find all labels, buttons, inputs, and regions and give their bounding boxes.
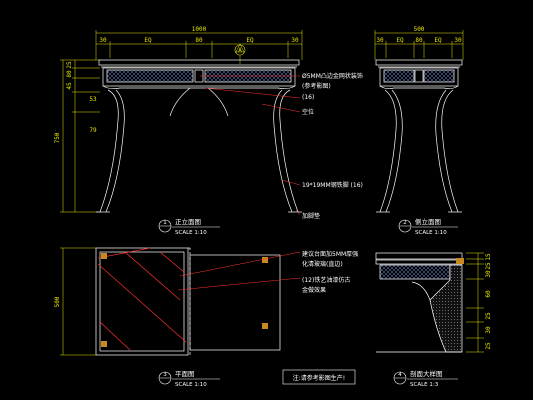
side-elevation: 500 30 EQ 80 EQ 30 2 侧立面图 SCALE 1 <box>374 26 464 236</box>
plan-note-1: 建议台面加5MM厚强 <box>302 250 358 258</box>
front-dim-1: 30 <box>99 37 107 44</box>
front-scale: SCALE 1:10 <box>175 230 207 236</box>
side-title: 侧立面图 <box>415 217 441 226</box>
footer-note-box: 注:请参考影图生产! <box>282 369 356 385</box>
front-left-dim-1: 25 <box>66 61 73 69</box>
detail-dim-1: 15 <box>485 253 492 261</box>
front-dim-5: 30 <box>291 37 299 44</box>
detail-title-block: 4 剖面大样图 SCALE 1:3 <box>393 369 458 388</box>
front-note-5: 19*19MM钢铁脚 (16) <box>302 181 363 189</box>
front-title: 正立面图 <box>175 217 201 226</box>
front-note-2: (参考影图) <box>302 82 331 90</box>
front-left-dim-2: 80 <box>66 70 73 78</box>
detail-section <box>375 252 463 353</box>
plan-title-block: 3 平面图 SCALE 1:10 <box>158 370 220 388</box>
front-title-number: 1 <box>163 220 167 226</box>
front-note-3: (16) <box>302 94 314 101</box>
footer-note: 注:请参考影图生产! <box>293 374 345 382</box>
front-height: 750 <box>54 132 61 143</box>
detail-dim-3: 30 <box>485 270 492 278</box>
front-left-dim-5: 79 <box>89 127 97 134</box>
plan-outline <box>95 247 281 356</box>
front-dim-4: EQ <box>246 37 254 44</box>
front-dim-3: 80 <box>195 37 203 44</box>
side-overall-width: 500 <box>414 26 425 33</box>
detail-title: 剖面大样图 <box>410 369 443 378</box>
section-marker: A <box>234 43 246 64</box>
front-dim-2: EQ <box>144 37 152 44</box>
detail-title-number: 4 <box>398 372 402 378</box>
front-table-body <box>96 59 302 213</box>
front-note-1: Ø5MM凸边金网状装饰 <box>302 72 363 80</box>
front-overall-width: 1000 <box>192 26 207 33</box>
side-dim-4: EQ <box>434 37 442 44</box>
side-dim-3: 80 <box>415 37 423 44</box>
detail-scale: SCALE 1:3 <box>410 382 439 388</box>
detail-dim-5: 25 <box>485 312 492 320</box>
detail-dim-7: 25 <box>485 342 492 350</box>
side-table-body <box>375 59 463 213</box>
plan-view: 500 建议台面加5MM厚强 化清玻璃(直边) (12)铁艺油漆仿古 <box>54 247 358 388</box>
detail-view: 15 25 30 60 25 30 25 4 剖面大样图 SCALE 1:3 <box>375 252 492 388</box>
front-note-6: 加脚垫 <box>302 212 320 220</box>
side-title-block: 2 侧立面图 SCALE 1:10 <box>398 217 458 236</box>
plan-note-3: (12)铁艺油漆仿古 <box>302 276 350 284</box>
side-dim-5: 30 <box>454 37 462 44</box>
side-dim-2: EQ <box>396 37 404 44</box>
plan-title-number: 3 <box>163 372 167 378</box>
front-title-block: 1 正立面图 SCALE 1:10 <box>158 217 220 236</box>
detail-dim-4: 60 <box>485 290 492 298</box>
plan-note-4: 金做效果 <box>302 286 326 294</box>
side-dim-1: 30 <box>376 37 384 44</box>
plan-title: 平面图 <box>175 370 195 378</box>
section-marker-label: A <box>238 47 242 54</box>
detail-joint <box>456 258 464 264</box>
plan-depth: 500 <box>54 296 61 307</box>
detail-dim-6: 30 <box>485 326 492 334</box>
plan-legs <box>101 253 268 347</box>
plan-scale: SCALE 1:10 <box>175 382 207 388</box>
side-title-number: 2 <box>403 220 407 226</box>
plan-diagonals <box>97 247 187 351</box>
front-left-dim-4: 53 <box>89 96 97 103</box>
front-note-4: 空位 <box>302 108 314 116</box>
front-left-dim-3: 45 <box>66 82 73 90</box>
plan-note-2: 化清玻璃(直边) <box>302 260 343 268</box>
side-scale: SCALE 1:10 <box>415 230 447 236</box>
front-elevation: 1000 30 EQ 80 EQ 30 A 750 25 80 45 53 79 <box>54 26 363 236</box>
detail-dim-2: 25 <box>485 262 492 270</box>
